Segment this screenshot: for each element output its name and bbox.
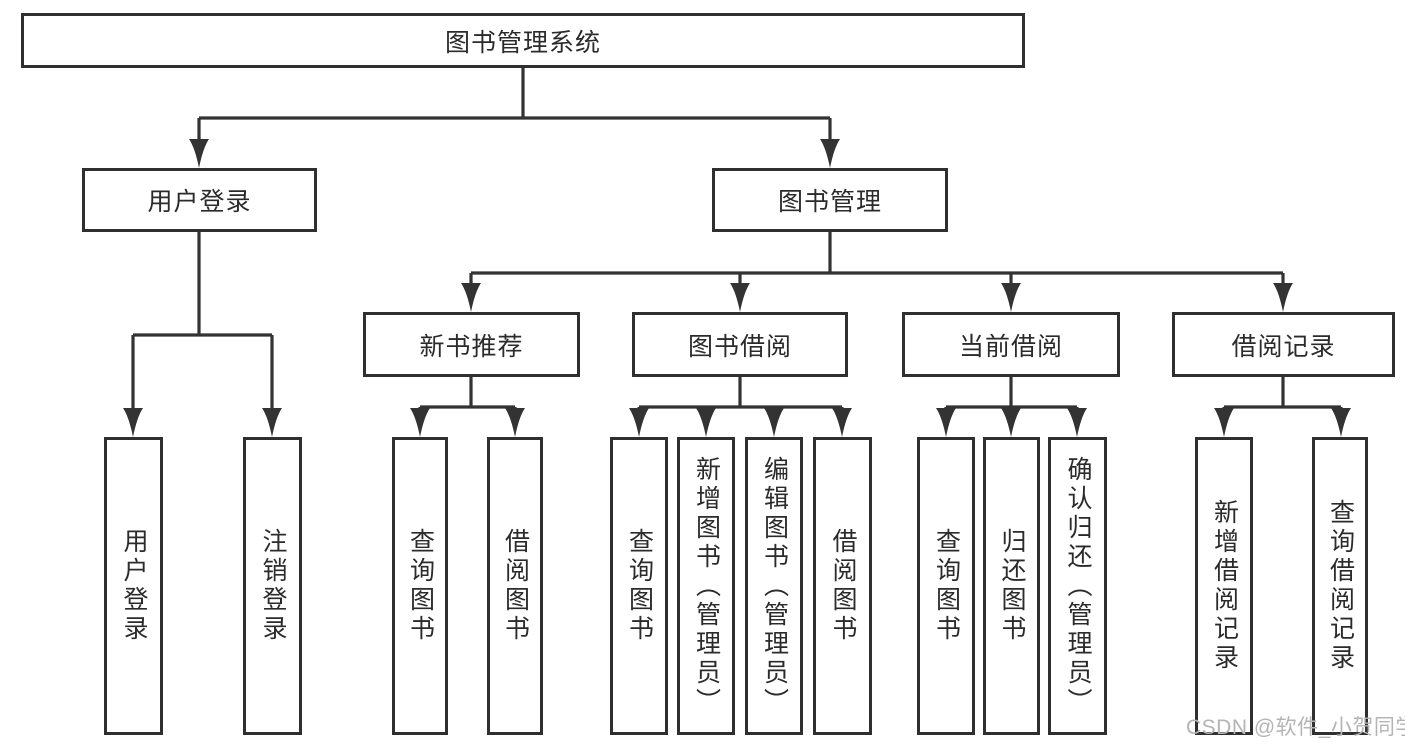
leaf-add-borrow-record: 新增借阅记录 xyxy=(1195,437,1253,735)
leaf-return-book: 归还图书 xyxy=(983,437,1040,735)
node-root-label: 图书管理系统 xyxy=(444,28,601,57)
watermark: CSDN @软件_小贺同学 xyxy=(1186,716,1405,739)
leaf-logout-label: 注销登录 xyxy=(259,528,287,644)
leaf-borrow-book-2: 借阅图书 xyxy=(813,437,872,735)
node-borrow-records-label: 借阅记录 xyxy=(1231,332,1336,361)
node-user-login-label: 用户登录 xyxy=(147,188,252,216)
leaf-query-book-3: 查询图书 xyxy=(917,437,975,735)
leaf-edit-book-label: 编辑图书（管理员） xyxy=(760,455,789,717)
node-book-borrow-label: 图书借阅 xyxy=(687,332,792,361)
leaf-query-book-3-label: 查询图书 xyxy=(932,528,961,644)
leaf-user-login: 用户登录 xyxy=(104,437,163,735)
leaf-confirm-return: 确认归还（管理员） xyxy=(1048,437,1107,735)
leaf-confirm-return-label: 确认归还（管理员） xyxy=(1064,455,1092,717)
leaf-query-book-2-label: 查询图书 xyxy=(625,528,654,644)
node-book-mgmt: 图书管理 xyxy=(712,168,948,232)
leaf-edit-book: 编辑图书（管理员） xyxy=(745,437,803,735)
leaf-query-borrow-record: 查询借阅记录 xyxy=(1312,437,1368,735)
leaf-query-book-1: 查询图书 xyxy=(392,437,448,735)
node-current-borrow: 当前借阅 xyxy=(902,312,1120,377)
node-book-borrow: 图书借阅 xyxy=(632,312,848,377)
node-book-mgmt-label: 图书管理 xyxy=(777,188,882,216)
leaf-borrow-book-1: 借阅图书 xyxy=(487,437,543,735)
leaf-borrow-book-1-label: 借阅图书 xyxy=(501,528,530,644)
leaf-add-book: 新增图书（管理员） xyxy=(677,437,735,735)
leaf-logout: 注销登录 xyxy=(243,437,302,735)
node-new-book-rec: 新书推荐 xyxy=(363,312,580,377)
leaf-add-borrow-record-label: 新增借阅记录 xyxy=(1210,499,1239,673)
node-borrow-records: 借阅记录 xyxy=(1172,312,1395,377)
leaf-borrow-book-2-label: 借阅图书 xyxy=(829,528,857,644)
leaf-return-book-label: 归还图书 xyxy=(998,528,1026,644)
leaf-query-book-2: 查询图书 xyxy=(610,437,668,735)
node-new-book-rec-label: 新书推荐 xyxy=(419,332,524,361)
leaf-user-login-label: 用户登录 xyxy=(120,528,148,644)
leaf-query-book-1-label: 查询图书 xyxy=(406,528,435,644)
node-user-login: 用户登录 xyxy=(82,168,317,232)
leaf-add-book-label: 新增图书（管理员） xyxy=(692,455,721,717)
node-root: 图书管理系统 xyxy=(21,13,1025,68)
leaf-query-borrow-record-label: 查询借阅记录 xyxy=(1326,499,1355,673)
node-current-borrow-label: 当前借阅 xyxy=(958,332,1063,361)
